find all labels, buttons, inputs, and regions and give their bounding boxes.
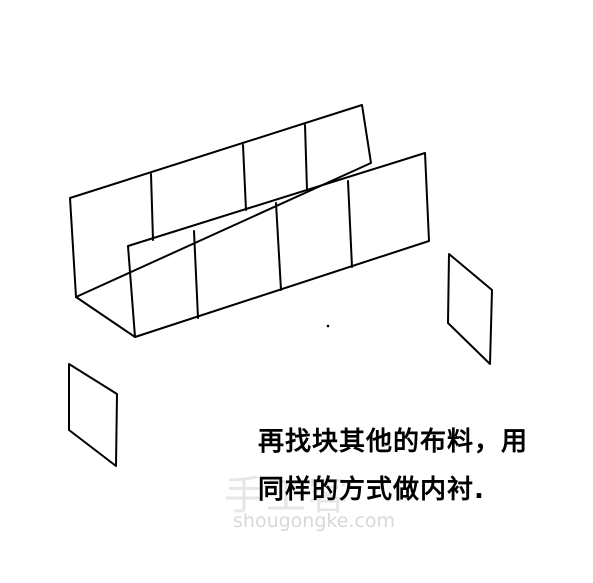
back-panel xyxy=(69,104,372,298)
caption-line-2: 同样的方式做内衬. xyxy=(258,475,485,505)
watermark-url: shougongke.com xyxy=(233,510,396,532)
bottom-edge xyxy=(75,296,136,338)
back-panel-divider xyxy=(242,144,247,211)
left-end-piece xyxy=(68,363,118,467)
back-panel-divider xyxy=(304,124,308,191)
watermark-mark: 手工客 xyxy=(224,473,350,519)
front-panel xyxy=(127,152,430,338)
right-end-piece xyxy=(447,253,493,365)
front-panel-divider xyxy=(347,180,353,268)
back-panel-divider xyxy=(150,173,154,241)
front-panel-divider xyxy=(193,230,199,319)
caption-line-1: 再找块其他的布料，用 xyxy=(258,427,529,457)
stray-dot xyxy=(326,324,330,328)
front-panel-divider xyxy=(275,202,282,291)
